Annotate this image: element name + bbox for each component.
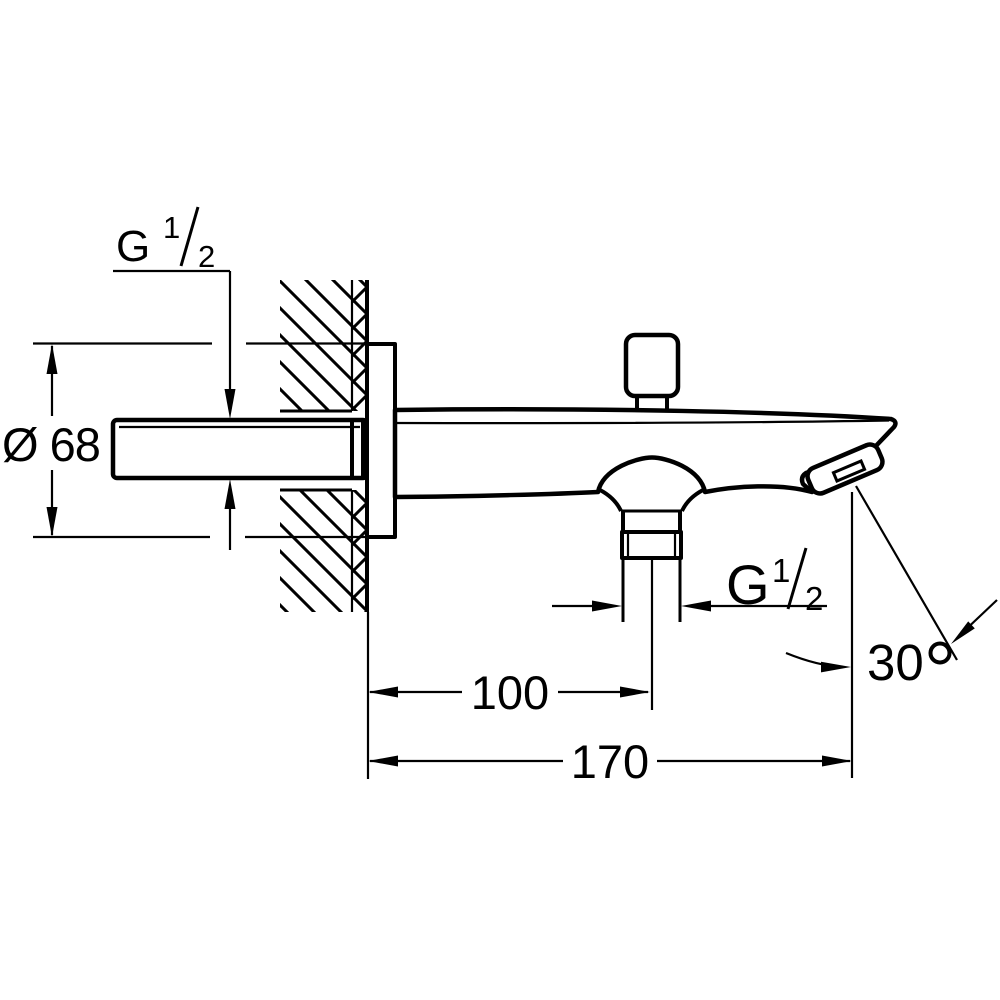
dimension-170: 170 <box>368 735 852 788</box>
hatch-line <box>280 280 367 321</box>
hatch-line <box>280 519 367 612</box>
plaster-feather-line <box>352 665 367 680</box>
inlet-pipe <box>110 417 370 481</box>
hatch-line <box>280 280 367 294</box>
hatch-line <box>280 573 367 612</box>
plaster-feather-line <box>352 638 367 653</box>
inlet-thread-numerator: 1 <box>163 210 180 245</box>
extension-lines <box>366 485 958 779</box>
hatch-line <box>280 546 367 612</box>
wall-face-lines <box>350 280 369 612</box>
hatch-line <box>280 280 367 348</box>
outlet-thread-denominator: 2 <box>805 580 823 617</box>
dimension-inlet-thread: G 1 2 <box>113 206 236 550</box>
dimension-100: 100 <box>368 666 650 719</box>
dimension-diameter-68: Ø 68 <box>2 342 367 539</box>
hatch-line <box>280 465 367 591</box>
bottom-outlet <box>599 488 704 710</box>
diverter-knob <box>623 332 681 410</box>
dimension-100-label: 100 <box>471 666 549 719</box>
angle-30-label: 30 <box>867 634 924 691</box>
dimension-angle-30: 30 <box>785 599 998 691</box>
hatch-line <box>280 280 367 402</box>
plaster-feather-line <box>352 692 367 707</box>
inlet-thread-denominator: 2 <box>198 239 215 274</box>
hatch-line <box>280 303 367 429</box>
spout-top-edge-line <box>394 419 890 425</box>
wall-plate <box>365 342 397 539</box>
hatch-line <box>280 280 367 375</box>
hatch-line <box>280 492 367 612</box>
inlet-thread-G: G <box>116 222 150 271</box>
dimension-outlet-thread: G 1 2 <box>552 547 827 617</box>
plaster-feather-line <box>350 609 367 612</box>
spout-nozzle <box>805 442 885 496</box>
outlet-thread-numerator: 1 <box>772 552 790 589</box>
degree-symbol <box>928 641 952 665</box>
spout-body <box>392 407 898 500</box>
diameter-68-label: Ø 68 <box>2 418 100 471</box>
dimension-170-label: 170 <box>571 735 649 788</box>
wall-hole <box>280 409 352 492</box>
